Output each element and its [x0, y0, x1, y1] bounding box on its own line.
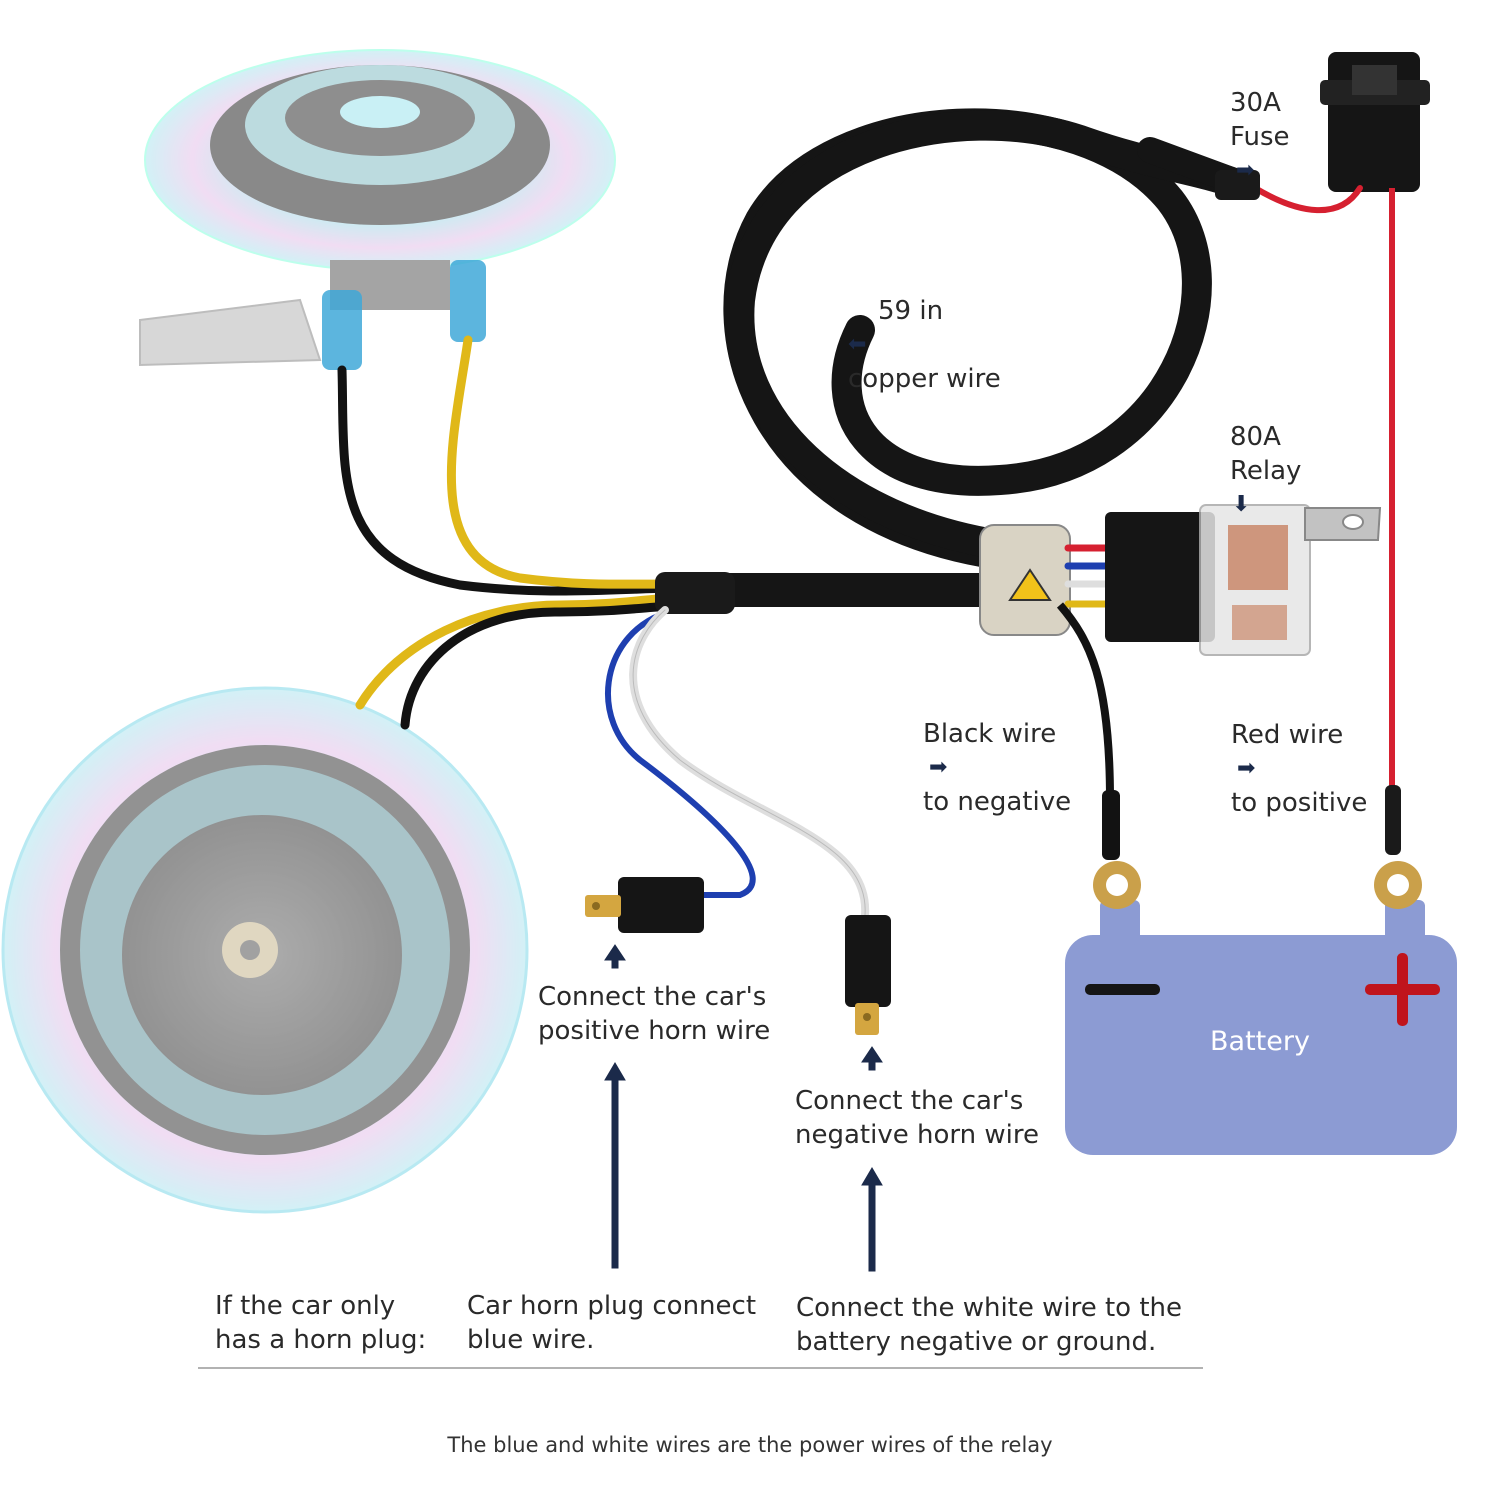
top-horn: [139, 49, 616, 367]
red-wire-terminal-sleeve: [1385, 785, 1401, 855]
battery-minus-sign: [1085, 984, 1160, 995]
black-wire-label: Black wire➡ to negative: [923, 719, 1072, 817]
copper-wire-label: 59 in ⬅copper wire: [848, 296, 1001, 394]
fuse-holder: [1320, 52, 1430, 192]
white-wire-plug: [845, 915, 891, 1035]
black-wire-terminal-sleeve: [1102, 790, 1120, 860]
arrow-left-icon: ⬅: [848, 332, 867, 357]
relay-wires: [1064, 544, 1109, 608]
battery-plus-sign: [1365, 953, 1440, 1026]
negative-horn-label: Connect the car's negative horn wire: [795, 1086, 1039, 1150]
bottom-horn: [1, 686, 529, 1214]
footer-caption: The blue and white wires are the power w…: [447, 1433, 1053, 1457]
top-horn-connector-left: [322, 290, 362, 370]
arrow-right-icon: ➡: [929, 755, 948, 780]
blue-wire-plug: [585, 877, 704, 933]
arrow-up-negative-horn-small: [861, 1046, 883, 1071]
relay-label: 80A Relay⬇: [1230, 420, 1301, 522]
note-only-plug: If the car only has a horn plug:: [215, 1291, 427, 1355]
relay: [1105, 504, 1382, 656]
loom-sleeve: [655, 572, 735, 614]
fuse-label: 30A Fuse➡: [1230, 86, 1290, 188]
blue-white-wires: [605, 606, 870, 919]
battery-label: Battery: [1210, 1026, 1310, 1057]
positive-horn-label: Connect the car's positive horn wire: [538, 982, 771, 1046]
battery: [1065, 861, 1457, 1155]
pointer-arrows: [604, 944, 883, 1272]
arrow-up-positive-horn-small: [604, 944, 626, 969]
horn-wires: [337, 335, 675, 730]
arrow-right-icon: ➡: [1237, 756, 1256, 781]
arrow-up-white-note: [861, 1167, 883, 1272]
arrow-up-blue-note: [604, 1062, 626, 1269]
arrow-right-icon: ➡: [1236, 158, 1255, 183]
top-horn-connector-right: [450, 260, 486, 342]
fuse-wires: [1215, 170, 1363, 214]
relay-band: [979, 524, 1071, 636]
red-wire-label: Red wire➡ to positive: [1231, 720, 1368, 818]
note-blue-wire: Car horn plug connect blue wire.: [467, 1291, 757, 1355]
note-white-wire: Connect the white wire to the battery ne…: [796, 1293, 1183, 1357]
arrow-down-icon: ⬇: [1232, 492, 1251, 517]
black-wire: [1056, 602, 1114, 801]
